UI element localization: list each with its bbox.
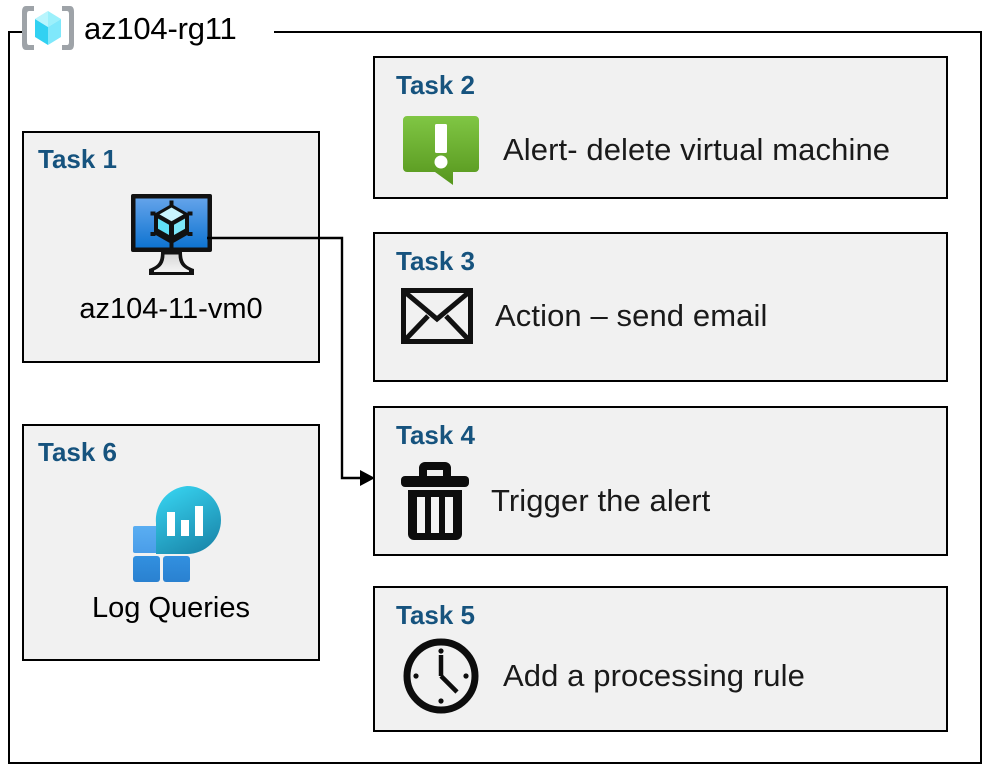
task-4-text: Trigger the alert <box>491 483 711 518</box>
task-card-5[interactable]: Task 5 Add a processing rule <box>373 586 948 732</box>
container-border-bottom <box>8 762 982 764</box>
task-2-row: Alert- delete virtual machine <box>401 112 890 188</box>
alert-bubble-icon <box>401 112 481 188</box>
container-border-top-left <box>8 31 26 33</box>
envelope-icon <box>401 288 473 344</box>
task-card-2[interactable]: Task 2 Alert- delete virtual machine <box>373 56 948 199</box>
task-1-label: Task 1 <box>38 144 118 174</box>
task-1-icon-holder <box>24 190 318 281</box>
task-3-label: Task 3 <box>396 246 476 276</box>
task-card-4[interactable]: Task 4 Trigger the alert <box>373 406 948 556</box>
azure-resource-group-cube-icon <box>20 4 76 52</box>
container-border-left <box>8 31 10 764</box>
task-5-row: Add a processing rule <box>401 636 805 716</box>
task-3-text: Action – send email <box>495 298 768 333</box>
container-border-right <box>980 31 982 764</box>
trash-can-icon <box>401 460 469 542</box>
task-card-1[interactable]: Task 1 <box>22 131 320 363</box>
resource-group-title: az104-rg11 <box>84 10 237 46</box>
task-6-label: Task 6 <box>38 437 118 467</box>
resource-group-header: az104-rg11 <box>20 4 237 52</box>
task-3-row: Action – send email <box>401 288 767 344</box>
task-5-label: Task 5 <box>396 600 476 630</box>
task-5-text: Add a processing rule <box>503 658 805 693</box>
task-card-3[interactable]: Task 3 Action – send email <box>373 232 948 382</box>
resource-group-container <box>8 31 982 764</box>
log-analytics-icon <box>119 482 224 582</box>
task-4-label: Task 4 <box>396 420 476 450</box>
task-6-icon-holder <box>24 482 318 582</box>
task-2-label: Task 2 <box>396 70 476 100</box>
task-2-text: Alert- delete virtual machine <box>503 132 891 167</box>
task-6-caption: Log Queries <box>92 592 250 624</box>
task-1-caption: az104-11-vm0 <box>79 293 263 325</box>
clock-icon <box>401 636 481 716</box>
task-card-6[interactable]: Task 6 <box>22 424 320 661</box>
virtual-machine-icon <box>123 190 220 281</box>
task-4-row: Trigger the alert <box>401 460 710 542</box>
container-border-top <box>274 31 982 33</box>
